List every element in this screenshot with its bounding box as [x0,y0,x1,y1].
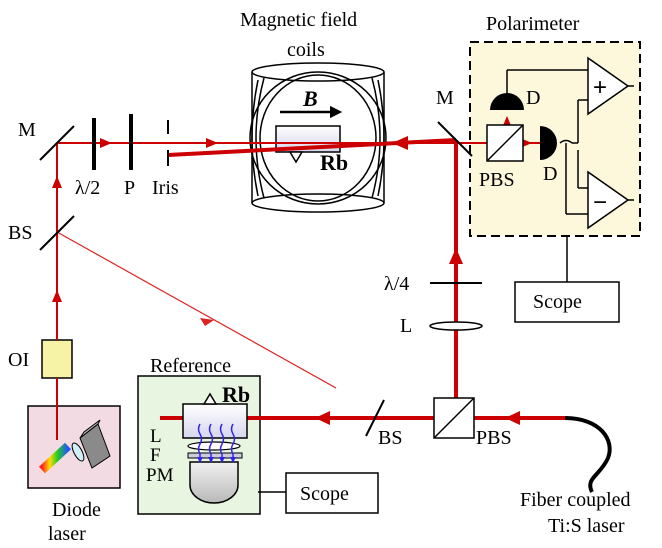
optical-fiber [564,416,612,493]
beam-arrow [100,138,112,148]
optical-isolator [41,339,73,379]
grating [38,442,72,474]
beam-arrow [52,176,62,188]
reference-lens-label: L [150,426,162,447]
scope-bottom-box [285,472,379,514]
mirror-right-label: M [436,87,454,109]
collimating-lens [71,442,85,462]
rb-cell-label: Rb [320,150,348,175]
coils-label: coils [287,39,325,61]
optical-isolator-label: OI [8,349,29,371]
photomultiplier-label: PM [146,465,174,486]
fiber-coupled-label: Fiber coupled [520,489,631,511]
detector-right-label: D [543,163,557,185]
reference-label: Reference [150,355,231,377]
pbs-bottom-label: PBS [476,427,512,449]
beam-arrow [505,411,520,425]
beam-arrow [392,136,408,150]
quarter-wave-label: λ/4 [384,273,409,295]
mirror-right [437,121,473,157]
diode-housing-top [79,419,101,439]
lens [429,321,483,331]
tis-laser-label: Ti:S laser [548,515,625,537]
mirror-left [39,125,75,161]
amplifier-minus [587,170,630,230]
reference-cell-stem [202,392,218,405]
minus-sign: − [593,189,607,216]
amplifier-plus [587,56,630,116]
beam-arrow [206,138,218,148]
scope-bottom-label: Scope [300,483,349,505]
polarimeter-wiring [506,69,634,282]
photomultiplier [189,461,239,504]
mirror-left-label: M [18,119,36,141]
polarizer-label: P [124,177,135,199]
detector-top-label: D [526,87,540,109]
reference-rb-cell [182,403,248,439]
beam-splitter-left [39,215,75,251]
magnetic-field-label: Magnetic field [240,9,357,31]
beam-arrow [315,411,330,425]
rb-cell-stem [288,151,304,164]
beam-arrow [52,290,62,302]
polarimeter-label: Polarimeter [486,13,580,35]
beam-splitter-bottom [365,399,385,437]
reference-filter [187,452,243,459]
pbs-polarimeter-diagonal [486,124,524,162]
reference-rb-label: Rb [222,382,250,407]
beam-arrow [200,318,214,326]
b-field-label: B [302,86,318,111]
fluorescence-arrows [197,423,236,463]
beam-splitter-left-label: BS [8,222,32,244]
half-wave-label: λ/2 [75,177,100,199]
pbs-bottom-diagonal [433,397,475,439]
pickoff-beam [56,231,337,389]
scope-top-label: Scope [533,291,582,313]
magnetic-field-coils [249,62,387,213]
scope-top-box [514,281,620,323]
detector-right [540,126,557,160]
beam-arrow [449,248,463,264]
beam-splitter-bottom-label: BS [378,427,402,449]
diode-label: Diode [52,499,101,521]
pbs-polarimeter-label: PBS [479,169,515,191]
iris-label: Iris [152,177,179,199]
lens-label: L [400,315,412,337]
reference-filter-label: F [150,445,161,466]
plus-sign: + [593,74,607,101]
laser-label: laser [48,523,86,545]
reference-lens [187,441,241,451]
